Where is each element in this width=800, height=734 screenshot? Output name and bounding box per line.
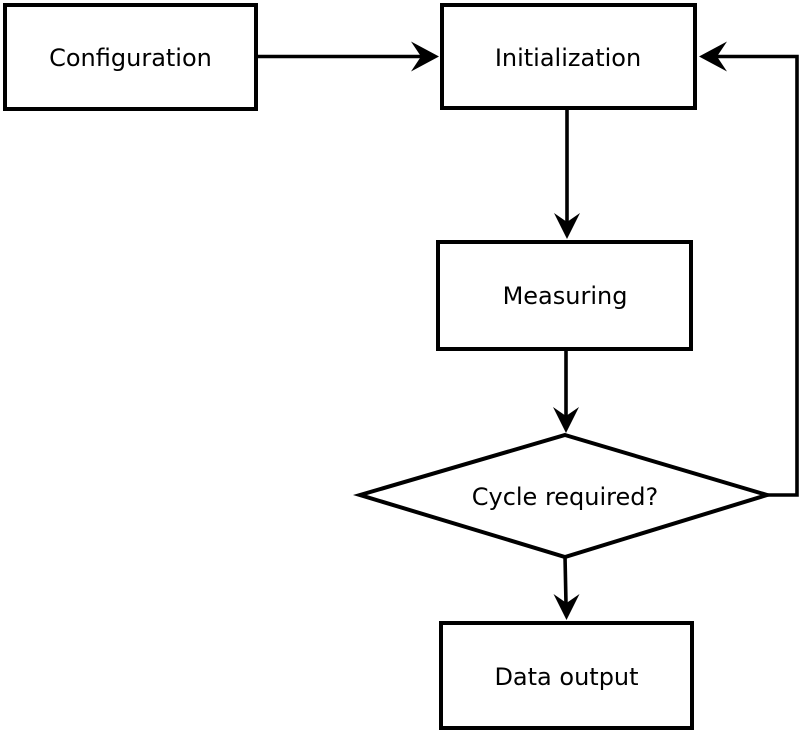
arrowhead-down-icon (553, 407, 579, 433)
node-data-output-box (439, 621, 694, 730)
arrowhead-down-icon (553, 594, 580, 620)
node-measuring-box (436, 240, 693, 351)
node-cycle-required-diamond (352, 432, 774, 560)
edge-configuration-to-initialization (258, 41, 439, 72)
node-data-output-label: Data output (494, 663, 638, 691)
arrowhead-left-icon (699, 41, 727, 72)
node-measuring-label: Measuring (503, 282, 628, 310)
edge-measuring-to-cycle-required (553, 351, 579, 433)
arrowhead-down-icon (554, 213, 580, 239)
node-initialization-box (440, 3, 697, 110)
node-configuration-box (3, 3, 258, 111)
node-data-output: Data output (439, 621, 694, 730)
node-initialization-label: Initialization (495, 44, 641, 72)
node-measuring: Measuring (436, 240, 693, 351)
edge-cycle-required-to-initialization-loop (699, 41, 799, 497)
node-configuration: Configuration (3, 3, 258, 111)
node-cycle-required: Cycle required? (352, 432, 774, 560)
node-initialization: Initialization (440, 3, 697, 110)
edge-loop-line (716, 54, 799, 497)
arrowhead-right-icon (411, 41, 439, 72)
node-configuration-label: Configuration (49, 44, 212, 72)
node-cycle-required-label: Cycle required? (472, 483, 659, 511)
edge-line (563, 555, 568, 605)
edge-cycle-required-to-data-output (553, 555, 580, 620)
edge-initialization-to-measuring (554, 110, 580, 239)
